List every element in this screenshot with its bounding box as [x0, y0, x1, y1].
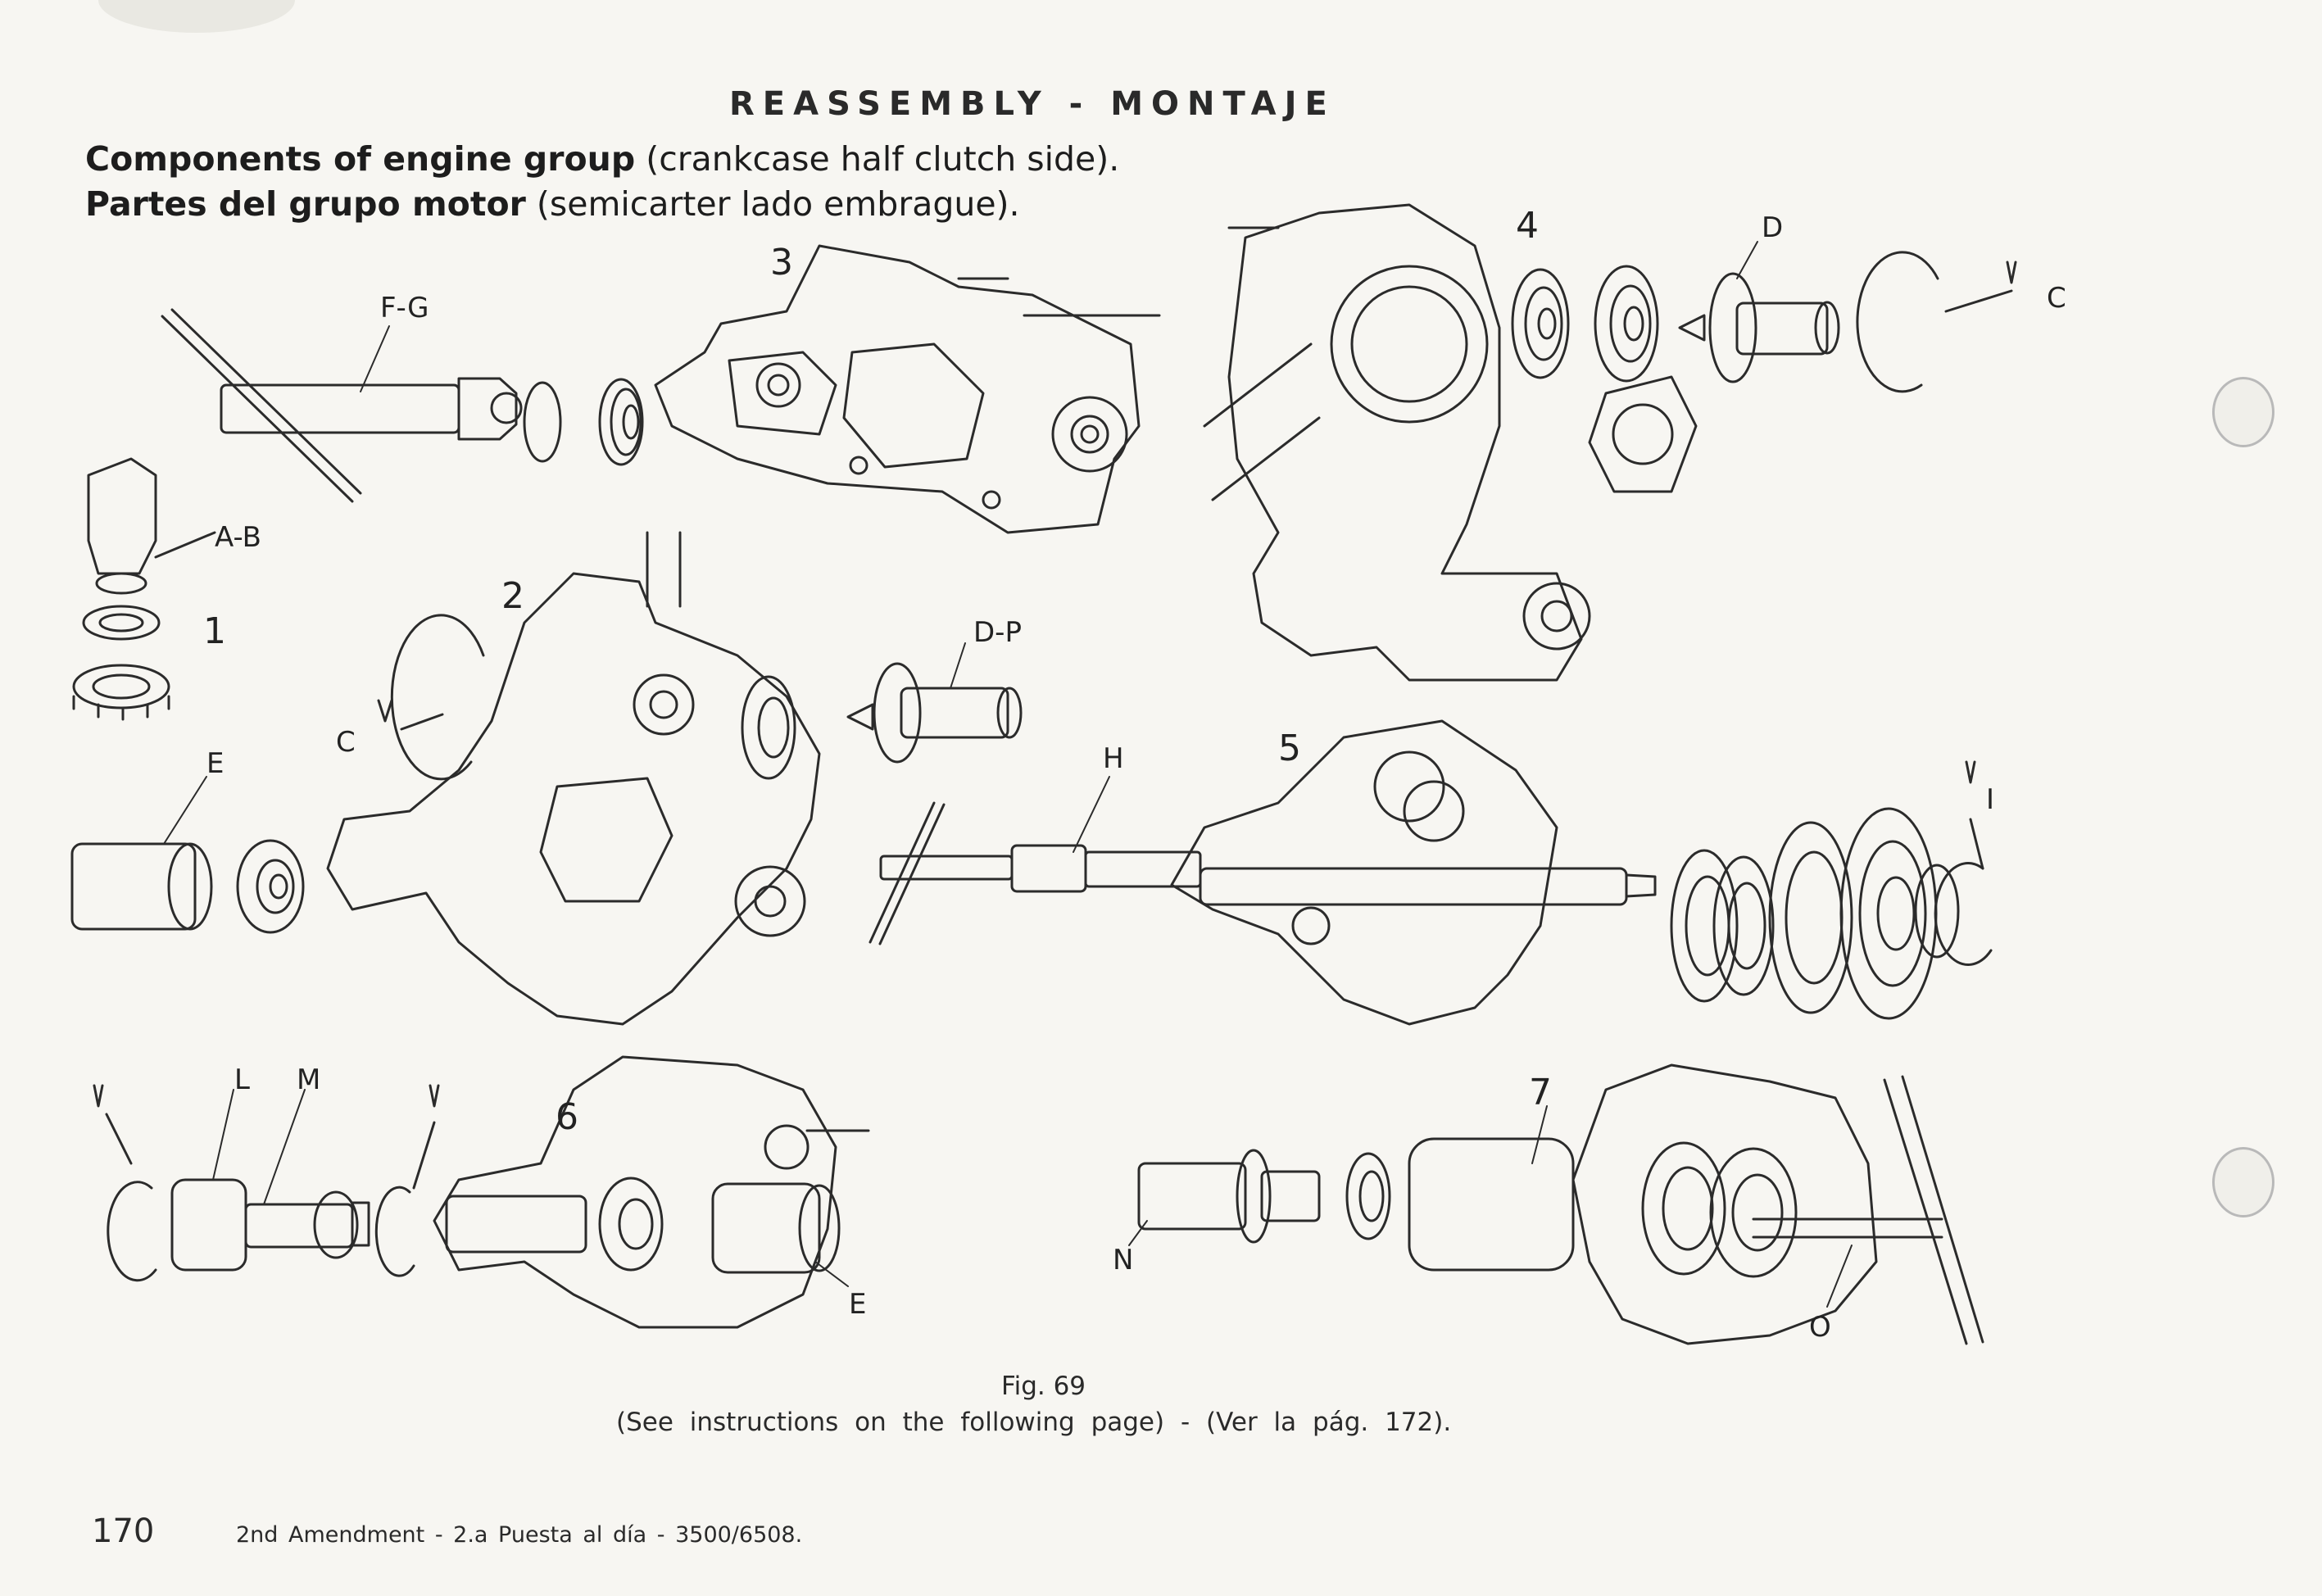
- label-e-left: E: [206, 747, 224, 780]
- binder-hole-bottom: [2212, 1147, 2274, 1217]
- assembly-5-crankcase: [868, 719, 1993, 1026]
- step-number-7: 7: [1529, 1072, 1552, 1113]
- assembly-6-crankcase: [93, 1055, 870, 1329]
- subtitle-spanish-bold: Partes del grupo motor: [85, 184, 526, 224]
- page-title: REASSEMBLY - MONTAJE: [729, 85, 1336, 123]
- assembly-1-tool: [72, 457, 216, 721]
- assembly-2-crankcase: [70, 531, 1023, 1026]
- subtitle-spanish: Partes del grupo motor (semicarter lado …: [85, 184, 1020, 224]
- step-number-1: 1: [203, 610, 226, 652]
- assembly-7-crankcase: [1137, 1063, 1984, 1345]
- subtitle-spanish-rest: (semicarter lado embrague).: [525, 184, 1020, 224]
- step-number-3: 3: [770, 242, 793, 283]
- subtitle-english: Components of engine group (crankcase ha…: [85, 139, 1119, 179]
- label-o: O: [1809, 1311, 1831, 1344]
- label-l: L: [234, 1063, 250, 1096]
- label-d: D: [1762, 211, 1784, 244]
- step-number-2: 2: [501, 575, 524, 617]
- callout-leaders: [163, 241, 1853, 1308]
- subtitle-english-bold: Components of engine group: [85, 139, 636, 179]
- step-number-4: 4: [1516, 205, 1539, 247]
- binder-hole-top: [2212, 377, 2274, 447]
- label-c-middle: C: [336, 726, 356, 759]
- label-d-p: D-P: [973, 616, 1022, 649]
- label-n: N: [1113, 1244, 1134, 1276]
- subtitle-english-rest: (crankcase half clutch side).: [635, 139, 1120, 179]
- label-c-top: C: [2047, 282, 2066, 315]
- label-f-g: F-G: [380, 292, 429, 324]
- amendment-note: 2nd Amendment - 2.a Puesta al día - 3500…: [236, 1522, 803, 1548]
- assembly-3-crankcase: [161, 244, 1161, 534]
- step-number-5: 5: [1278, 728, 1301, 769]
- label-m: M: [297, 1063, 321, 1096]
- figure-caption: Fig. 69: [1001, 1372, 1086, 1401]
- figure-instructions: (See instructions on the following page)…: [616, 1408, 1452, 1437]
- label-a-b: A-B: [215, 521, 261, 554]
- assembly-4-crankcase: [1203, 203, 2017, 682]
- page-number: 170: [92, 1512, 155, 1550]
- label-h: H: [1103, 742, 1124, 775]
- step-number-6: 6: [556, 1096, 578, 1138]
- label-e-bottom: E: [849, 1288, 867, 1321]
- label-i: I: [1986, 783, 1995, 816]
